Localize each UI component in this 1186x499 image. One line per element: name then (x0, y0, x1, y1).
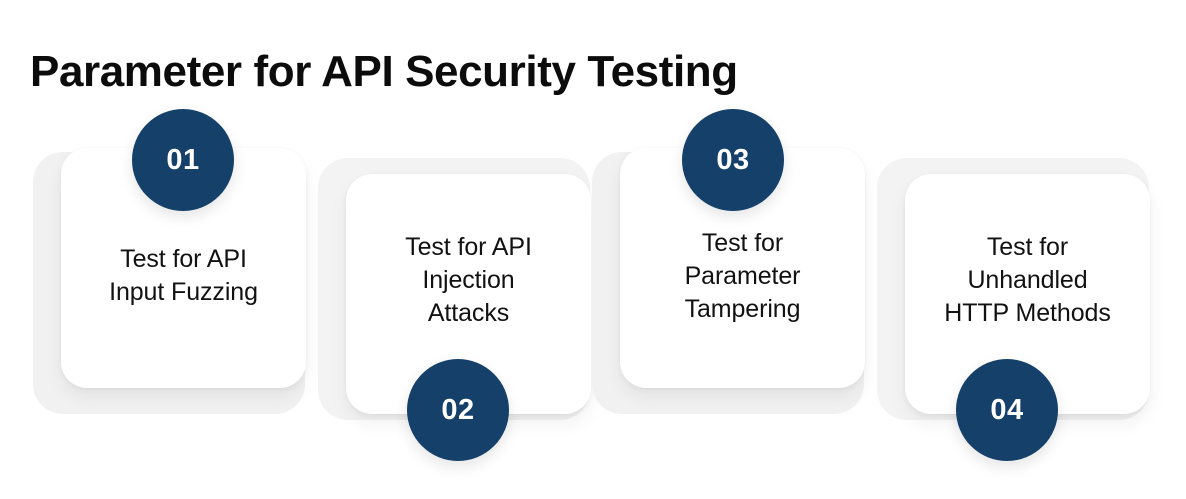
step-number-badge: 01 (132, 109, 234, 211)
step-card-surface[interactable]: Test for API Input Fuzzing (61, 148, 306, 388)
step-card-label: Test for API Injection Attacks (405, 232, 532, 327)
step-card-label: Test for Unhandled HTTP Methods (944, 232, 1111, 327)
step-card-04[interactable]: Test for Unhandled HTTP Methods 04 (877, 158, 1150, 461)
step-card-label: Test for Parameter Tampering (684, 228, 801, 323)
step-card-label: Test for API Input Fuzzing (109, 245, 258, 306)
step-card-03[interactable]: Test for Parameter Tampering 03 (592, 109, 865, 414)
step-card-surface[interactable]: Test for Unhandled HTTP Methods (905, 174, 1150, 414)
step-number-badge: 04 (956, 359, 1058, 461)
step-number-badge: 03 (682, 109, 784, 211)
page-title: Parameter for API Security Testing (30, 47, 738, 97)
step-card-02[interactable]: Test for API Injection Attacks 02 (318, 158, 591, 461)
step-number-badge: 02 (407, 359, 509, 461)
step-card-01[interactable]: Test for API Input Fuzzing 01 (33, 109, 306, 414)
